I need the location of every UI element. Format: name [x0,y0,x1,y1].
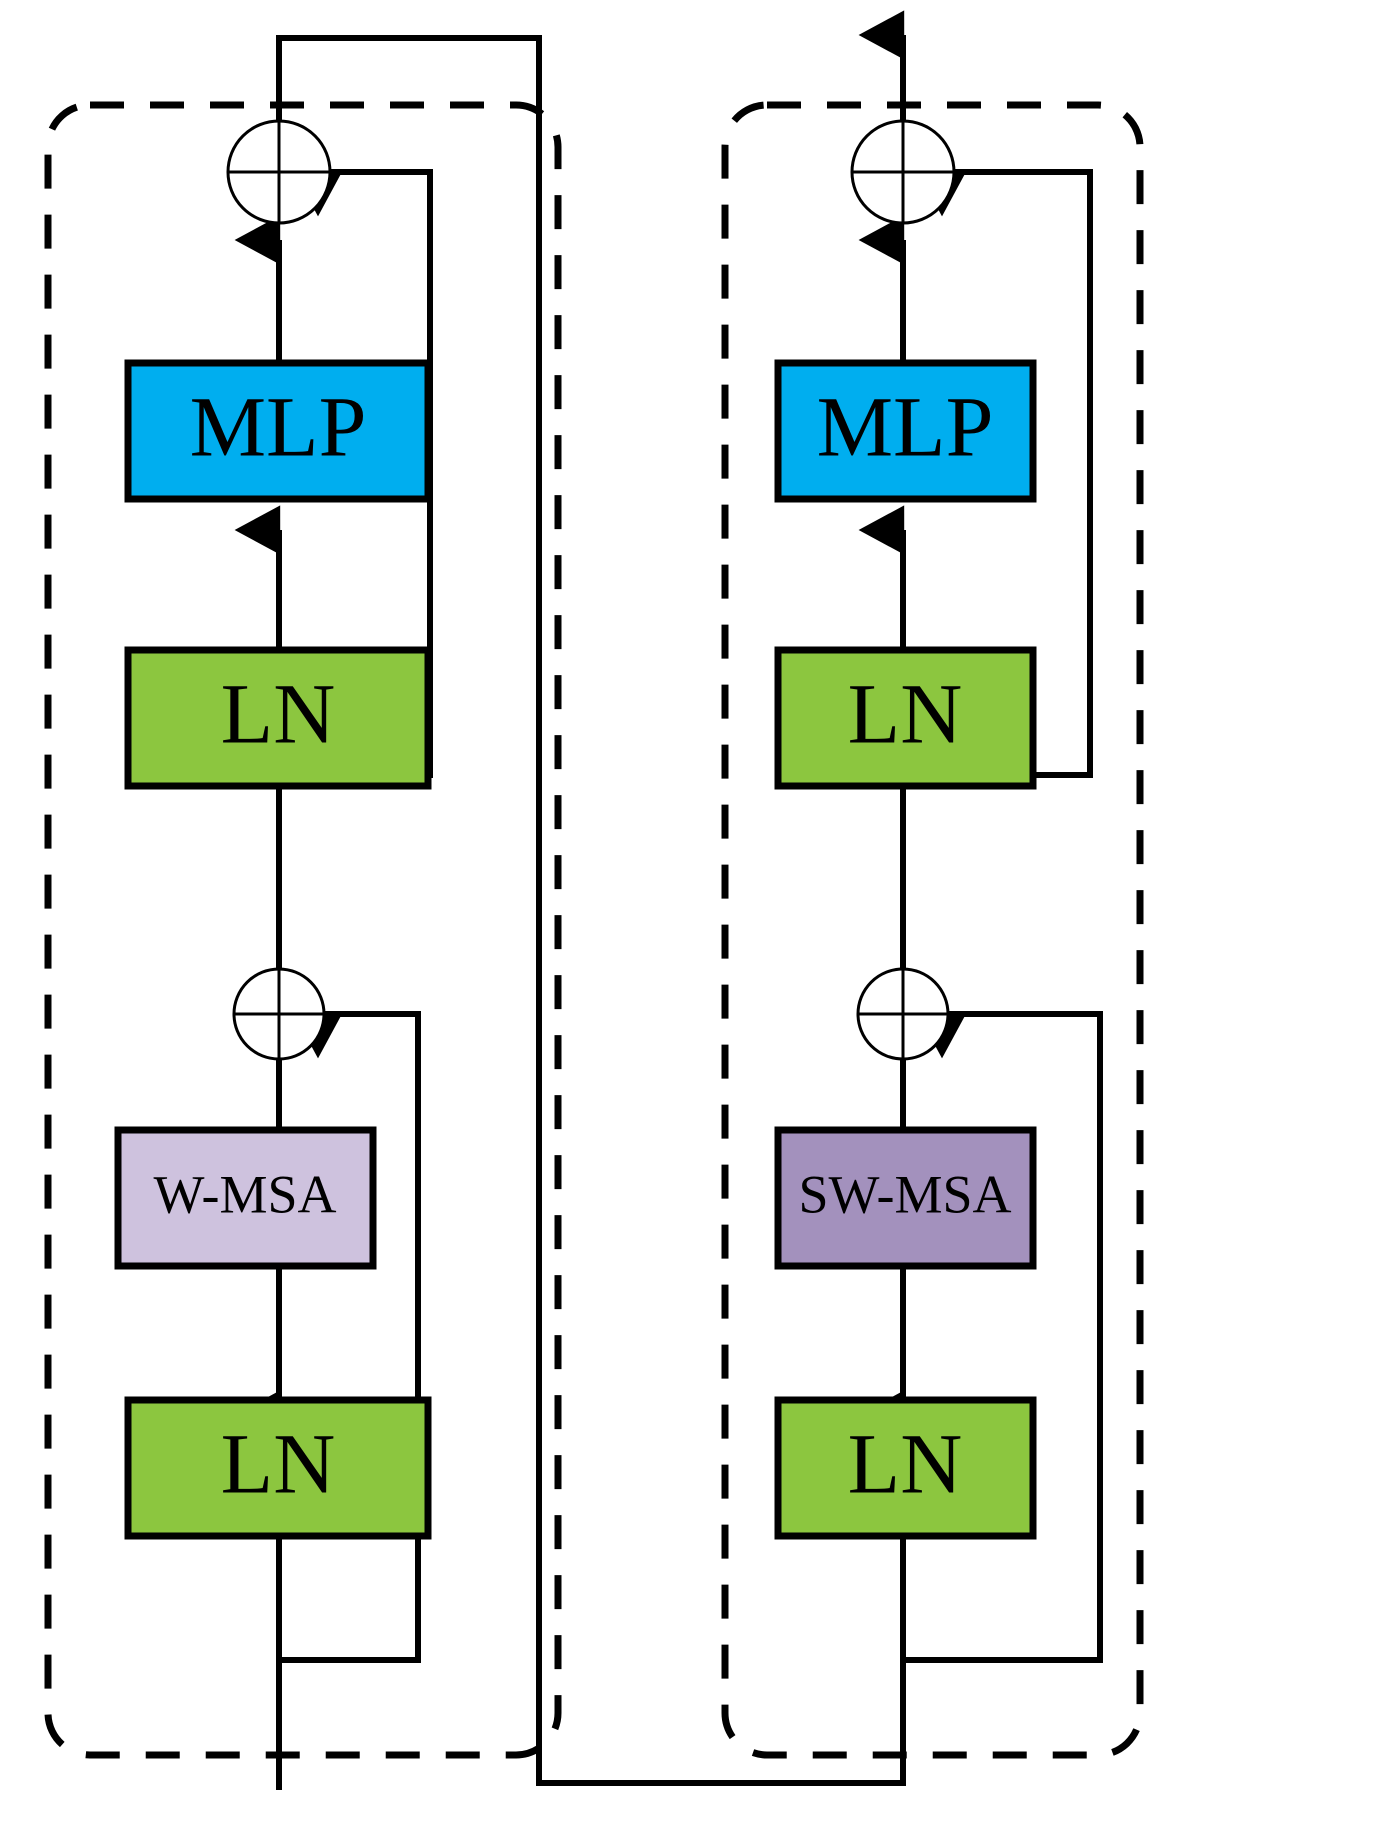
right-swmsa-label: SW-MSA [798,1164,1011,1224]
right-ln-lower-rect[interactable] [774,1396,1037,1540]
left-wmsa-node[interactable]: W-MSA [114,1126,377,1270]
right-mlp-label: MLP [817,379,994,475]
left-mlp-rect[interactable] [124,359,432,503]
left-ln-upper-rect[interactable] [124,646,432,790]
right-ln-lower-label: LN [848,1416,963,1512]
left-ln-lower-label: LN [221,1416,336,1512]
left-add-top-node[interactable] [226,119,332,225]
left-outer-residual-wire [276,35,542,1660]
right-skip1-wire [903,1011,1103,1663]
left-mlp-label: MLP [190,379,367,475]
left-ln-upper-label: LN [221,666,336,762]
inter-block-connector-wire [536,1390,906,1786]
left-ln-lower-node[interactable]: LN [124,1396,432,1540]
left-block-dashed-boundary [44,101,562,1759]
left-wmsa-rect[interactable] [114,1126,377,1270]
left-skip1-wire [279,1011,421,1663]
right-block-group: MLP LN SW-MSA LN [721,10,1144,1759]
left-ln-lower-rect[interactable] [124,1396,432,1540]
right-ln-upper-label: LN [848,666,963,762]
left-wmsa-label: W-MSA [153,1164,336,1224]
right-swmsa-node[interactable]: SW-MSA [774,1126,1037,1270]
right-swmsa-rect[interactable] [774,1126,1037,1270]
right-mlp-node[interactable]: MLP [774,359,1037,503]
right-add-top-node[interactable] [850,119,956,225]
right-ln-lower-node[interactable]: LN [774,1396,1037,1540]
left-ln-upper-node[interactable]: LN [124,646,432,790]
right-block-dashed-boundary [721,101,1144,1759]
right-add-mid-node[interactable] [856,967,950,1061]
left-block-group: MLP LN W-MSA LN [44,35,562,1790]
left-add-mid-node[interactable] [232,967,326,1061]
right-mlp-rect[interactable] [774,359,1037,503]
left-mlp-node[interactable]: MLP [124,359,432,503]
right-ln-upper-node[interactable]: LN [774,646,1037,790]
right-ln-upper-rect[interactable] [774,646,1037,790]
